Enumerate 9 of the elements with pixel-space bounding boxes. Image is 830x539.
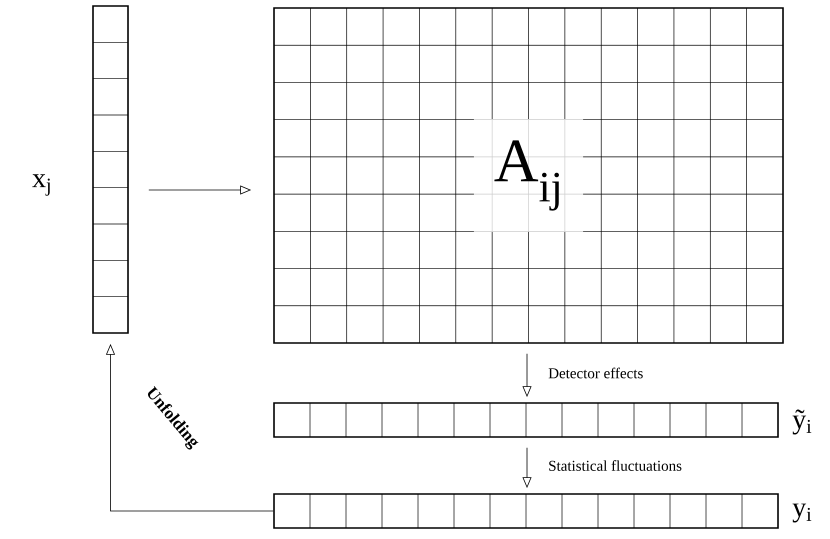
vector-label: ỹ$_{i}$ bbox=[792, 410, 812, 434]
row-vector bbox=[273, 402, 779, 438]
vector-label: y$_{i}$ bbox=[792, 504, 812, 522]
matrix-grid: A$_{ij}$ bbox=[273, 7, 784, 344]
vector-label: x$_{j}$ bbox=[32, 174, 50, 196]
column-vector bbox=[92, 5, 129, 334]
edge-label: Detector effects bbox=[548, 368, 643, 378]
row-vector bbox=[273, 493, 779, 529]
edge-label: Statistical fluctuations bbox=[549, 460, 682, 471]
